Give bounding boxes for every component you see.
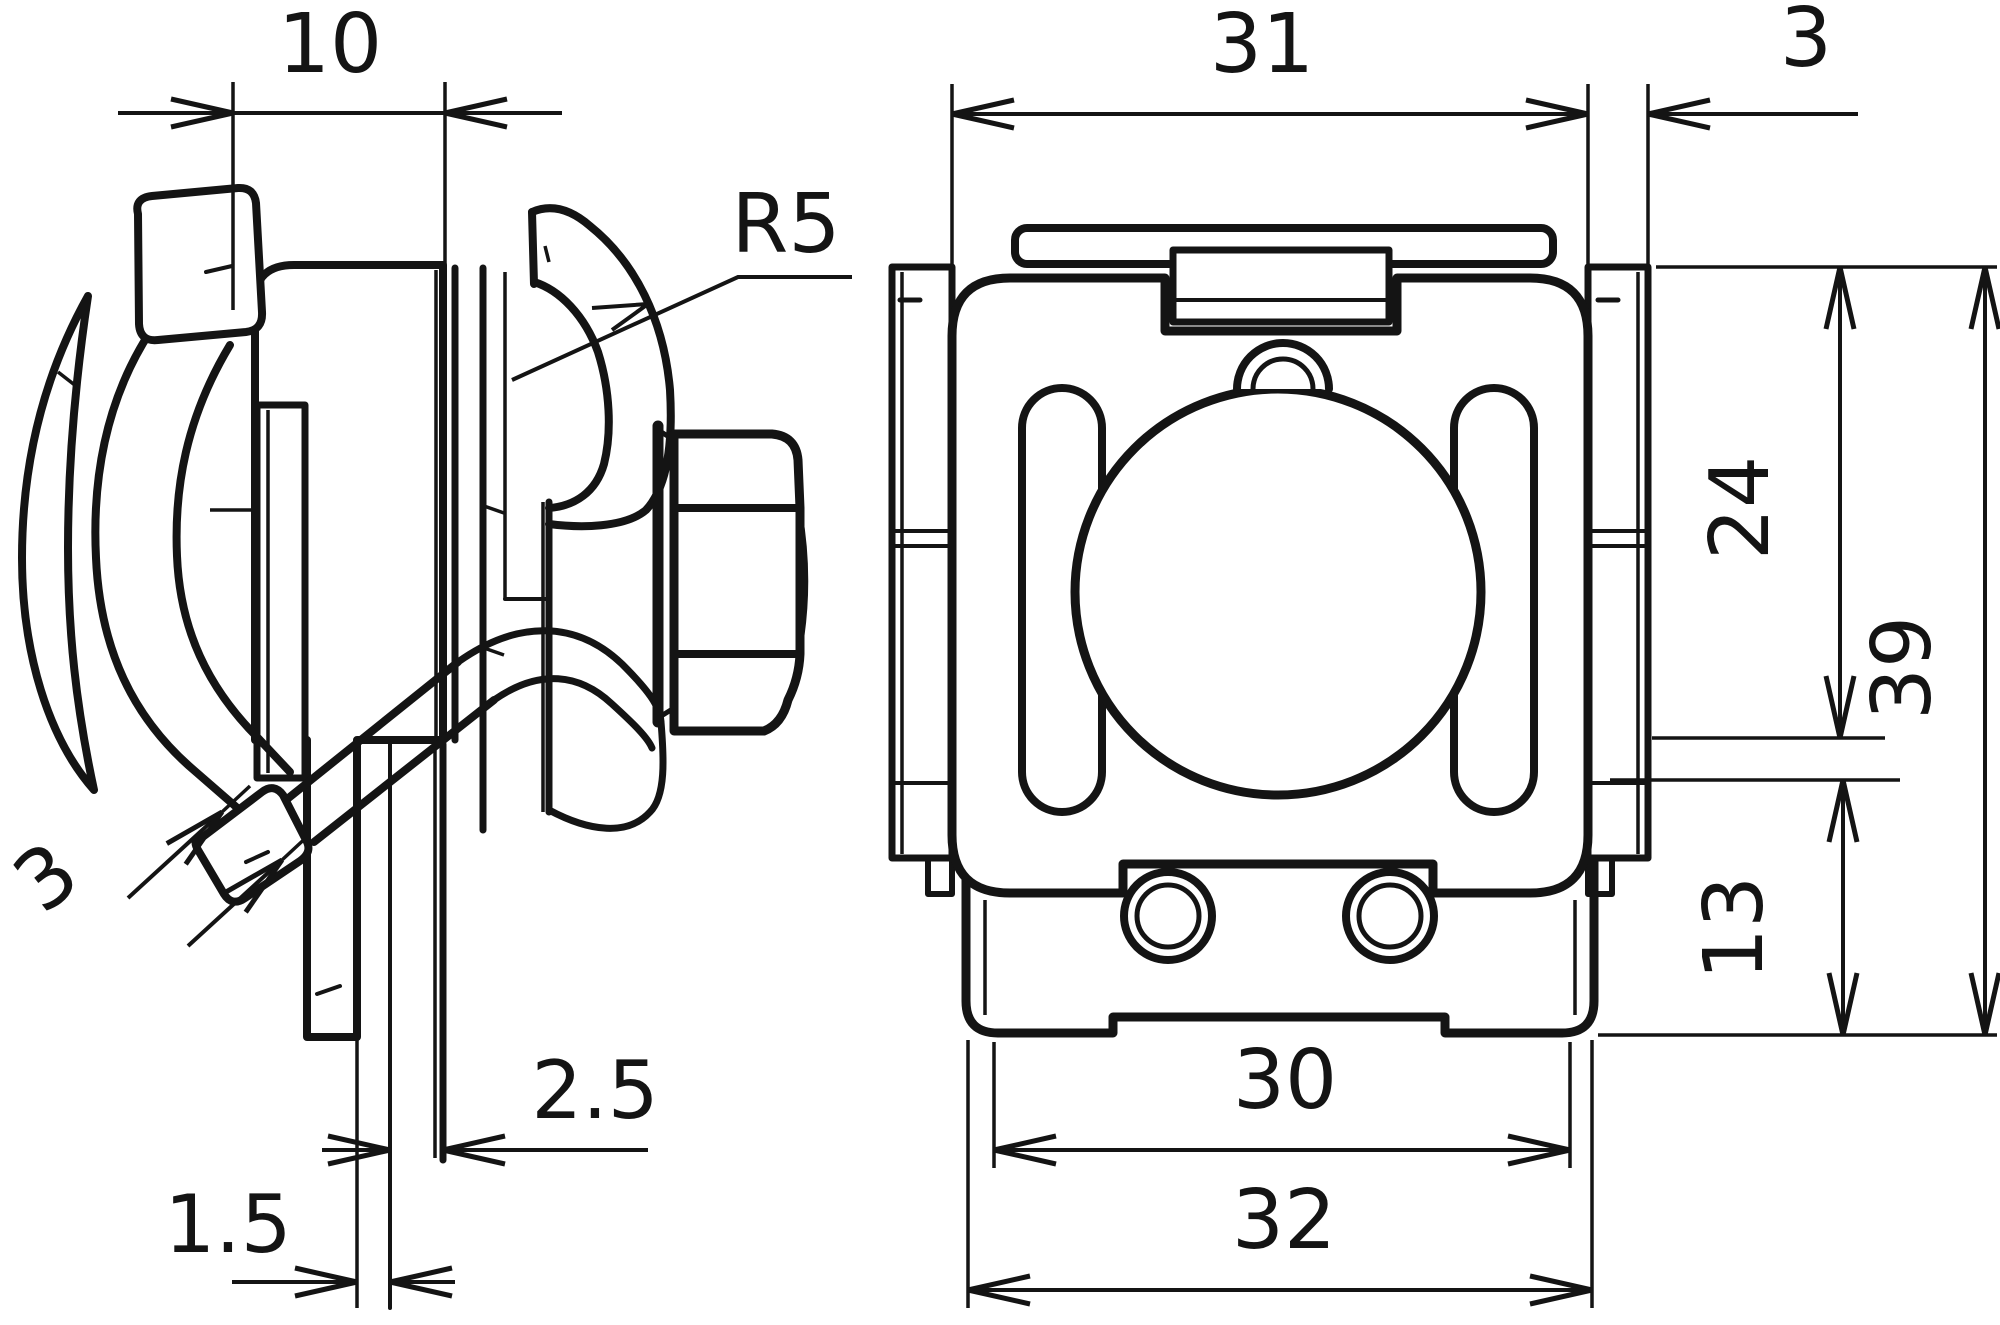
spring-hook-inner	[490, 675, 656, 752]
washer-plate	[253, 401, 309, 782]
hex-belly-arc	[797, 509, 809, 653]
sheet-tick-2	[483, 646, 505, 657]
bracket-hole-right-inner	[1356, 882, 1424, 950]
dim-1.5-label: 1.5	[164, 1178, 291, 1271]
dim-24-label: 24	[1693, 456, 1788, 560]
dim-3-left-overshoot-2	[280, 832, 312, 862]
dim-13-label: 13	[1687, 876, 1782, 980]
dim-32-label: 32	[1232, 1173, 1336, 1268]
dim-3-left-arrow-1	[126, 809, 225, 900]
hex-bolt-head	[669, 429, 805, 736]
sheet-tick-1	[483, 504, 505, 515]
crescent-tick	[56, 370, 78, 388]
dim-31-label: 31	[1210, 0, 1314, 92]
spring-top-tab-tick	[204, 264, 234, 274]
leader-r5-arrowhead	[591, 302, 650, 332]
spring-top-tab	[133, 183, 267, 345]
spring-band-outer	[91, 328, 246, 816]
spring-strip-edge-1	[282, 658, 462, 804]
dim-r5-label: R5	[731, 177, 840, 272]
spring-hook-curl	[545, 718, 667, 832]
side-view	[18, 183, 809, 1310]
spring-curl-inner	[530, 278, 613, 512]
right-wing-stub	[1585, 855, 1615, 897]
spring-band-inner	[172, 341, 294, 776]
dim-30-label: 30	[1233, 1033, 1337, 1128]
spring-curl-outer	[528, 204, 675, 531]
spring-washer-crescent	[18, 292, 98, 794]
bracket-hole-left-inner	[1134, 882, 1202, 950]
spring-curl-tick	[543, 245, 551, 263]
top-arch-outer	[1233, 339, 1333, 393]
left-wing-stub	[925, 855, 955, 897]
dim-39-label: 39	[1855, 616, 1950, 720]
front-view	[888, 224, 1652, 1038]
spring-curl-end	[528, 208, 538, 288]
tab-tick	[315, 984, 342, 996]
dim-3-top-label: 3	[1780, 0, 1832, 86]
spring-strip-edge-2	[310, 696, 498, 846]
center-circle	[1070, 384, 1486, 800]
cap-tab	[1169, 246, 1393, 326]
dim-2.5-label: 2.5	[531, 1044, 658, 1137]
dim-3-left-overshoot-1	[220, 784, 252, 814]
top-arch-inner	[1250, 356, 1316, 392]
dim-3-left-arrow-2	[186, 857, 285, 948]
leader-r5	[511, 275, 852, 382]
dim-10-label: 10	[278, 0, 382, 92]
